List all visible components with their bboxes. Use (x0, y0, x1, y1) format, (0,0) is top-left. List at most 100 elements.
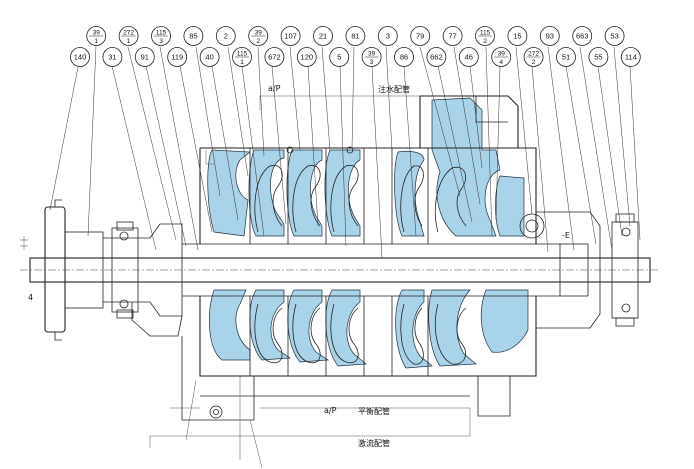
callout-c39_2: 392 (248, 26, 269, 46)
callout-c140: 140 (70, 47, 90, 67)
callout-number: 39 (368, 51, 376, 58)
callout-c46: 46 (458, 47, 479, 67)
callout-circle (329, 47, 350, 67)
callout-number: 81 (351, 32, 359, 41)
callout-number: 39 (255, 30, 263, 37)
callout-c79: 79 (410, 26, 431, 46)
callout-c5: 5 (329, 47, 350, 67)
callout-number: 39 (93, 30, 101, 37)
callout-c39_3: 393 (361, 47, 382, 67)
mark-ap-bottom: a∕P (324, 406, 337, 415)
callout-number: 3 (386, 32, 390, 41)
callout-subnumber: 1 (94, 38, 98, 45)
callout-number: 46 (465, 53, 473, 62)
callout-number: 115 (156, 30, 167, 37)
callout-subnumber: 3 (370, 59, 374, 66)
callout-circle (102, 47, 123, 67)
callout-c81: 81 (345, 26, 366, 46)
lower-casing-fill (209, 289, 529, 369)
callout-number: 91 (141, 53, 149, 62)
callout-circle (377, 26, 398, 46)
callout-circle (264, 47, 285, 67)
callout-number: 31 (108, 53, 116, 62)
callout-subnumber: 1 (127, 38, 131, 45)
callout-c2: 2 (215, 26, 236, 46)
mark-e: -E (562, 231, 570, 240)
callout-c51: 51 (556, 47, 576, 67)
callout-number: 114 (625, 53, 637, 62)
callout-number: 2 (224, 32, 228, 41)
callout-number: 272 (528, 51, 539, 58)
callout-number: 40 (205, 53, 213, 62)
callout-c39_4: 394 (491, 47, 512, 67)
callout-circle (539, 26, 560, 46)
callout-c114: 114 (620, 47, 641, 67)
callout-number: 5 (337, 53, 341, 62)
callout-subnumber: 4 (499, 59, 503, 66)
callout-circle (345, 26, 366, 46)
callout-c40: 40 (199, 47, 220, 67)
callout-number: 672 (268, 53, 281, 62)
callout-number: 115 (480, 30, 491, 37)
callout-number: 15 (513, 32, 521, 41)
callout-circle (556, 47, 576, 67)
callout-number: 140 (74, 53, 87, 62)
callout-c662: 662 (426, 47, 447, 67)
flush-pipe-label: 激流配管 (358, 438, 390, 448)
callout-c119: 119 (167, 47, 188, 67)
callout-c86: 86 (394, 47, 414, 67)
callout-circle (458, 47, 479, 67)
leader-lines (49, 45, 641, 259)
callout-circle (199, 47, 220, 67)
callout-c31: 31 (102, 47, 123, 67)
callout-number: 120 (301, 53, 314, 62)
callout-c39_1: 391 (86, 26, 107, 46)
callout-circle (507, 26, 528, 46)
mark-ap-top: a∕P (268, 84, 281, 93)
callout-circle (215, 26, 236, 46)
callout-circle (588, 47, 609, 67)
callout-c21: 21 (313, 26, 333, 46)
callout-balloons: 1403913127219111531198540211513926721071… (70, 26, 641, 67)
callout-number: 663 (576, 32, 589, 41)
callout-circle (280, 26, 301, 46)
callout-circle (70, 47, 90, 67)
callout-c93: 93 (539, 26, 560, 46)
callout-number: 115 (237, 51, 248, 58)
callout-c672: 672 (264, 47, 285, 67)
callout-circle (167, 47, 188, 67)
callout-number: 662 (430, 53, 443, 62)
callout-circle (410, 26, 431, 46)
water-injection-pipe-label: 注水配管 (378, 84, 410, 94)
callout-circle (313, 26, 333, 46)
callout-number: 119 (171, 53, 183, 62)
callout-circle (426, 47, 447, 67)
callout-subnumber: 2 (256, 38, 260, 45)
callout-c107: 107 (280, 26, 301, 46)
callout-number: 107 (284, 32, 297, 41)
callout-c91: 91 (134, 47, 155, 67)
callout-circle (183, 26, 204, 46)
mark-4: 4 (28, 293, 33, 302)
callout-c53: 53 (604, 26, 625, 46)
callout-number: 51 (562, 53, 570, 62)
callout-subnumber: 3 (159, 38, 163, 45)
callout-number: 21 (319, 32, 327, 41)
pump-outline (20, 95, 660, 469)
callout-c120: 120 (296, 47, 317, 67)
callout-number: 77 (448, 32, 456, 41)
callout-number: 53 (610, 32, 618, 41)
callout-circle (134, 47, 155, 67)
callout-number: 93 (546, 32, 554, 41)
callout-circle (394, 47, 414, 67)
callout-subnumber: 2 (532, 59, 536, 66)
callout-number: 55 (594, 53, 602, 62)
callout-c85: 85 (183, 26, 204, 46)
callout-number: 39 (498, 51, 506, 58)
callout-circle (572, 26, 593, 46)
callout-c3: 3 (377, 26, 398, 46)
